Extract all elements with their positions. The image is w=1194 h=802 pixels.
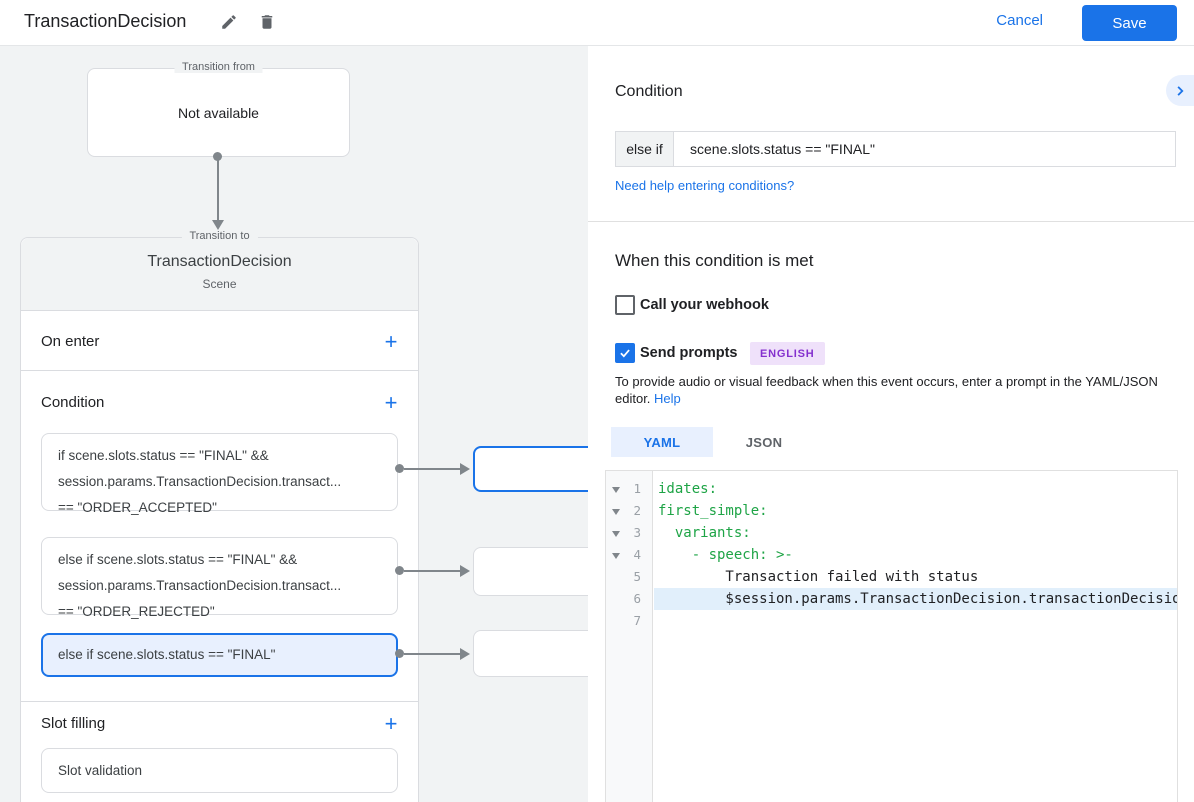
webhook-checkbox[interactable] [615, 295, 635, 315]
condition-expression-input[interactable]: else if scene.slots.status == "FINAL" [615, 131, 1176, 167]
send-prompts-label: Send prompts [640, 345, 738, 361]
code-line[interactable]: Transaction failed with status [658, 569, 979, 585]
add-slot-button[interactable]: + [384, 711, 398, 736]
connector-line [404, 468, 460, 470]
section-divider [21, 370, 418, 371]
code-line[interactable] [654, 610, 1177, 632]
condition-prefix: else if [616, 132, 674, 166]
panel-divider [588, 221, 1194, 222]
prompt-help-link[interactable]: Help [654, 391, 681, 406]
code-line[interactable]: idates: [658, 481, 718, 497]
tab-yaml[interactable]: YAML [611, 427, 713, 457]
prompt-description: To provide audio or visual feedback when… [615, 374, 1158, 406]
arrowhead-right-icon [460, 648, 470, 660]
transition-from-box[interactable]: Transition from Not available [87, 61, 350, 157]
condition-card-2[interactable]: else if scene.slots.status == "FINAL" &&… [41, 537, 398, 619]
line-number: 1 [633, 481, 641, 496]
line-number: 5 [633, 569, 641, 584]
line-number: 3 [633, 525, 641, 540]
code-line-highlighted[interactable]: $session.params.TransactionDecision.tran… [654, 588, 1177, 610]
edit-icon[interactable] [220, 13, 240, 33]
conditions-help-link[interactable]: Need help entering conditions? [615, 178, 795, 193]
chevron-right-icon [1177, 85, 1184, 96]
connector-line [217, 156, 219, 220]
transition-to-card: Transition to TransactionDecision Scene … [20, 230, 419, 802]
code-line[interactable]: - speech: >- [658, 547, 793, 563]
page-title: TransactionDecision [24, 11, 187, 31]
add-on-enter-button[interactable]: + [384, 329, 398, 354]
slot-filling-label: Slot filling [41, 715, 106, 732]
arrowhead-down-icon [212, 220, 224, 230]
section-divider [21, 701, 418, 702]
target-node-selected[interactable] [473, 446, 588, 492]
connector-dot [395, 649, 404, 658]
yaml-code-editor[interactable]: 1 idates: 2 first_simple: 3 variants: 4 … [605, 470, 1178, 802]
condition-section-label: Condition [41, 394, 105, 411]
arrowhead-right-icon [460, 565, 470, 577]
editor-gutter [606, 471, 653, 802]
flow-diagram-panel: Transition from Not available Transition… [0, 46, 588, 802]
condition-card-1[interactable]: if scene.slots.status == "FINAL" && sess… [41, 433, 398, 515]
fold-arrow-icon[interactable] [612, 509, 620, 515]
connector-line [404, 570, 460, 572]
webhook-label: Call your webhook [640, 297, 769, 313]
line-number: 7 [633, 613, 641, 628]
on-enter-label: On enter [41, 333, 100, 350]
panel-title: Condition [615, 83, 683, 100]
transition-from-label: Transition from [174, 61, 263, 73]
condition-detail-panel: Condition else if scene.slots.status == … [588, 46, 1194, 802]
condition-card-3-selected[interactable]: else if scene.slots.status == "FINAL" [41, 633, 398, 677]
send-prompts-checkbox[interactable] [615, 343, 635, 363]
top-toolbar: TransactionDecision Cancel Save [0, 0, 1194, 46]
connector-dot [395, 464, 404, 473]
connector-dot [395, 566, 404, 575]
target-node[interactable] [473, 547, 588, 596]
tab-json[interactable]: JSON [745, 434, 783, 450]
cancel-button[interactable]: Cancel [996, 12, 1043, 29]
scene-title: TransactionDecision [147, 253, 292, 270]
target-node[interactable] [473, 630, 588, 677]
fold-arrow-icon[interactable] [612, 531, 620, 537]
delete-icon[interactable] [258, 13, 278, 33]
line-number: 6 [633, 591, 641, 606]
code-line[interactable]: variants: [658, 525, 751, 541]
slot-validation-card[interactable]: Slot validation [41, 748, 398, 793]
arrowhead-right-icon [460, 463, 470, 475]
collapse-panel-button[interactable] [1166, 75, 1194, 106]
scene-header[interactable]: TransactionDecision Scene [21, 238, 418, 311]
scene-subtitle: Scene [202, 277, 237, 291]
fold-arrow-icon[interactable] [612, 487, 620, 493]
code-line[interactable]: first_simple: [658, 503, 768, 519]
condition-value[interactable]: scene.slots.status == "FINAL" [690, 141, 876, 157]
transition-to-label: Transition to [181, 230, 258, 242]
fold-arrow-icon[interactable] [612, 553, 620, 559]
connector-line [404, 653, 460, 655]
when-met-title: When this condition is met [615, 251, 814, 270]
add-condition-button[interactable]: + [384, 390, 398, 415]
save-button[interactable]: Save [1082, 5, 1177, 41]
transition-from-value: Not available [178, 104, 259, 121]
language-badge: ENGLISH [750, 342, 825, 365]
check-icon [620, 349, 630, 358]
line-number: 4 [633, 547, 641, 562]
line-number: 2 [633, 503, 641, 518]
